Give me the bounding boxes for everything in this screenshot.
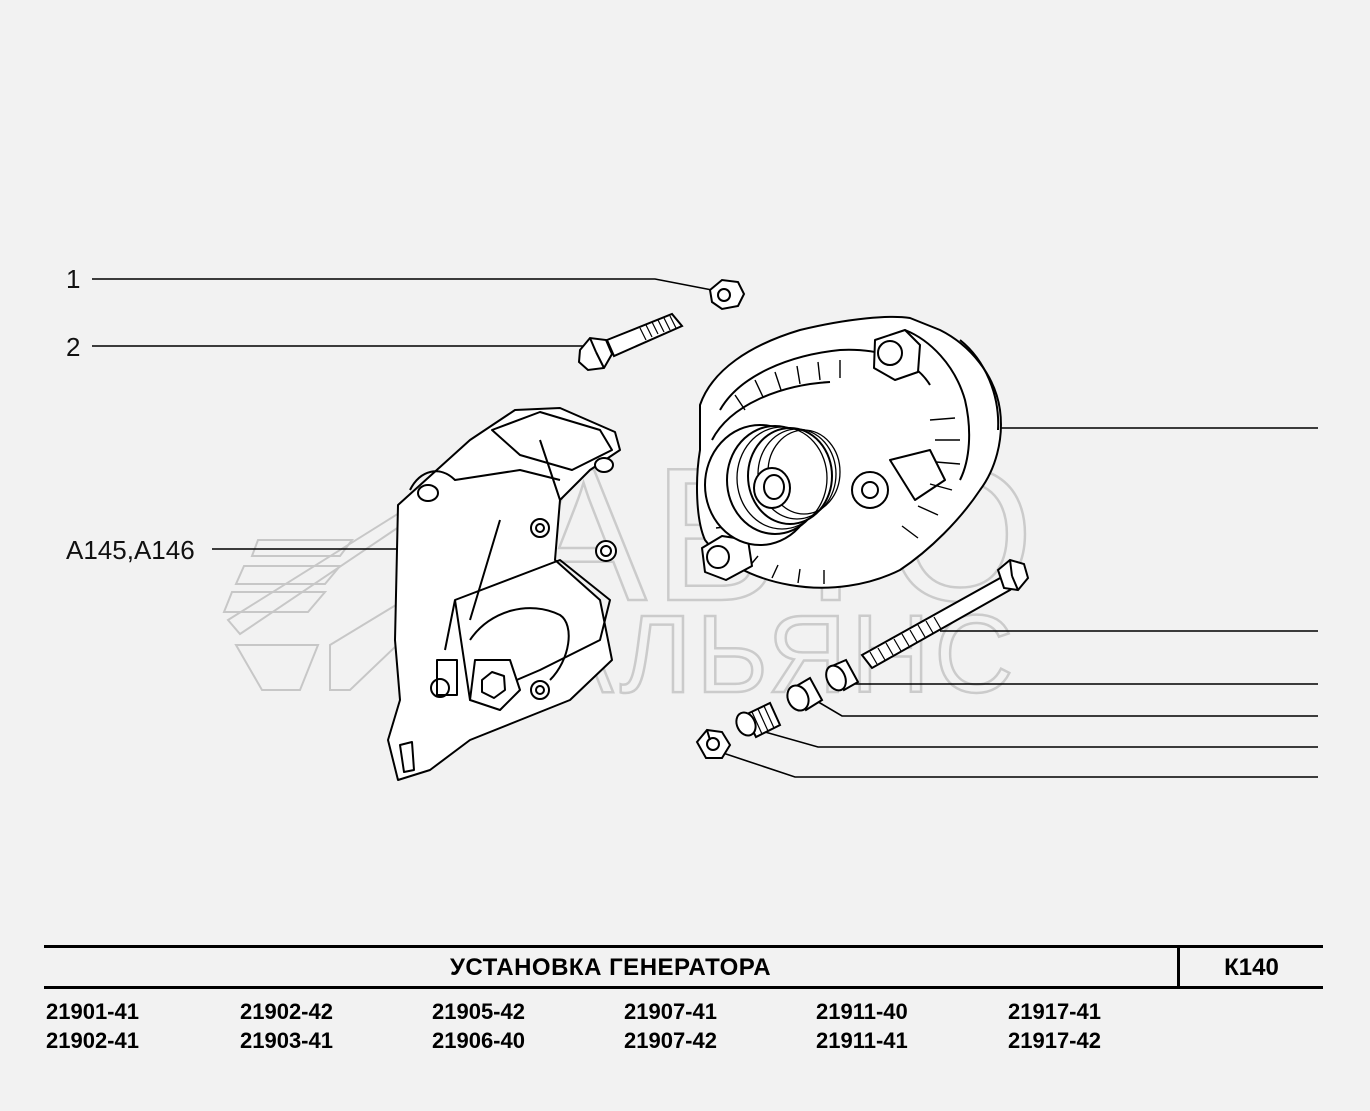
model-code: 21902-42	[240, 999, 333, 1024]
bolt-part	[577, 312, 684, 372]
model-code: 21911-40	[816, 999, 908, 1024]
title-block-divider	[1177, 948, 1180, 986]
model-code: 21917-41	[1008, 999, 1101, 1024]
model-code: 21906-40	[432, 1028, 525, 1053]
model-code: 21907-41	[624, 999, 717, 1024]
callout-label-bracket-refs: А145,А146	[66, 535, 195, 565]
watermark-text-alyans: АЛЬЯНС	[540, 593, 1018, 716]
leader-lines	[92, 278, 1318, 778]
callout-label-1: 1	[66, 264, 81, 294]
threaded-sleeve-part	[735, 701, 782, 739]
model-code: 21905-42	[432, 999, 525, 1024]
title-block: УСТАНОВКА ГЕНЕРАТОРА К140	[44, 945, 1323, 989]
drawing-title: УСТАНОВКА ГЕНЕРАТОРА	[449, 954, 772, 981]
callout-label-2: 2	[66, 332, 81, 362]
model-code: 21907-42	[624, 1028, 717, 1053]
model-code: 21902-41	[46, 1028, 139, 1053]
model-code: 21903-41	[240, 1028, 333, 1053]
alternator-part	[696, 315, 1002, 589]
drawing-code: К140	[1224, 954, 1279, 981]
mounting-bracket-part	[387, 407, 621, 781]
model-code: 21901-41	[46, 999, 139, 1024]
model-code: 21911-41	[816, 1028, 908, 1053]
long-bolt-part	[860, 558, 1030, 670]
flange-nut-part	[708, 278, 746, 311]
hex-nut-part	[695, 728, 732, 759]
model-code: 21917-42	[1008, 1028, 1101, 1053]
bushing-part	[786, 676, 824, 712]
spacer-sleeve-part	[825, 658, 860, 692]
